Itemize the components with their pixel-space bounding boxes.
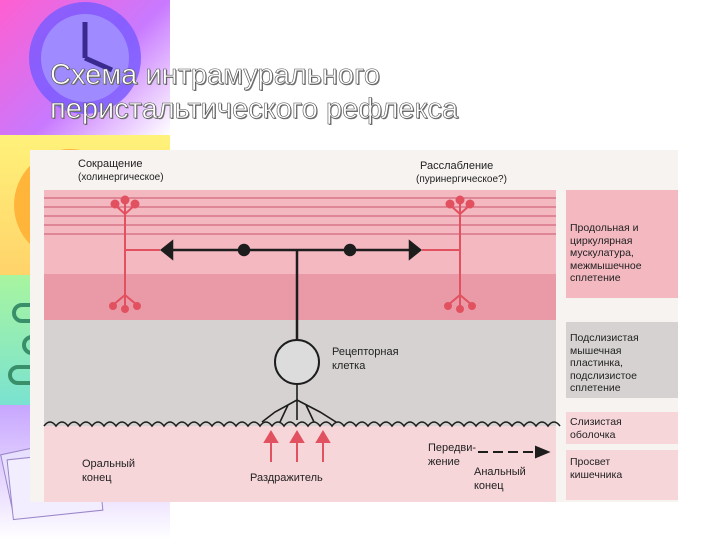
legend-muscle-line: мускулатура,: [570, 247, 642, 260]
muscle-layer: [44, 190, 556, 274]
stimulus-label: Раздражитель: [250, 472, 323, 484]
title-line-1: Схема интрамурального: [50, 58, 670, 92]
legend-submucosa-line: мышечная: [570, 345, 639, 358]
legend-muscle-line: Продольная и: [570, 222, 642, 235]
plexus-layer: [44, 274, 556, 320]
legend-muscle-line: сплетение: [570, 272, 642, 285]
legend-lumen-line: кишечника: [570, 469, 622, 482]
relaxation-type-label: (пуринергическое?): [416, 174, 507, 186]
receptor-label-2: клетка: [332, 360, 365, 372]
receptor-label-1: Рецепторная: [332, 346, 399, 358]
movement-label-1: Передви-: [428, 442, 476, 454]
relaxation-label: Расслабление: [420, 160, 493, 172]
peristaltic-reflex-diagram: Сокращение (холинергическое) Расслаблени…: [30, 150, 678, 502]
legend-submucosa-text: Подслизистая мышечная пластинка, подслиз…: [570, 332, 639, 395]
contraction-label: Сокращение: [78, 158, 143, 170]
movement-label-2: жение: [428, 456, 460, 468]
anal-label-2: конец: [474, 480, 504, 492]
legend-submucosa-line: подслизистое: [570, 370, 639, 383]
diagram-drawing: [30, 150, 678, 502]
legend-mucosa-line: оболочка: [570, 429, 622, 442]
legend-mucosa-text: Слизистая оболочка: [570, 416, 622, 441]
legend-muscle-text: Продольная и циркулярная мускулатура, ме…: [570, 222, 642, 285]
oral-label-1: Оральный: [82, 458, 135, 470]
slide-title: Схема интрамурального перистальтического…: [50, 58, 670, 126]
legend-lumen-line: Просвет: [570, 456, 622, 469]
title-line-2: перистальтического рефлекса: [50, 92, 670, 126]
legend-mucosa-line: Слизистая: [570, 416, 622, 429]
receptor-cell: [275, 340, 319, 384]
legend-muscle-line: циркулярная: [570, 235, 642, 248]
oral-label-2: конец: [82, 472, 112, 484]
legend-muscle-line: межмышечное: [570, 260, 642, 273]
anal-label-1: Анальный: [474, 466, 526, 478]
legend-submucosa-line: Подслизистая: [570, 332, 639, 345]
legend-submucosa-line: пластинка,: [570, 357, 639, 370]
legend-lumen-text: Просвет кишечника: [570, 456, 622, 481]
contraction-type-label: (холинергическое): [78, 172, 164, 184]
legend-submucosa-line: сплетение: [570, 382, 639, 395]
